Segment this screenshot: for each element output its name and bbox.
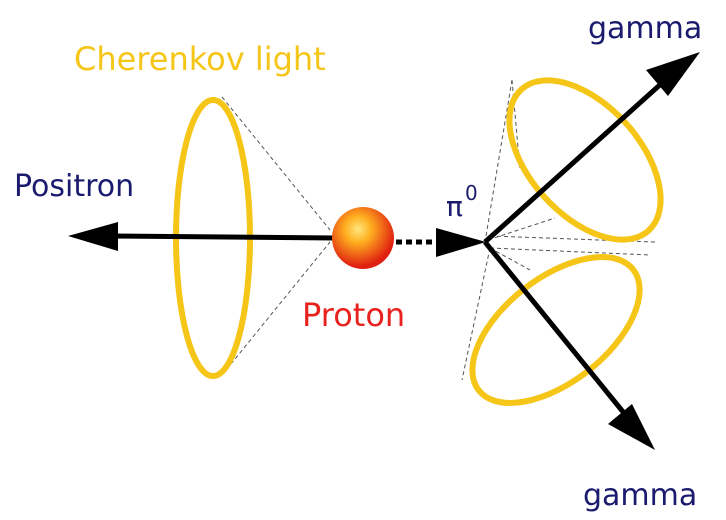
positron-track xyxy=(68,222,336,251)
gamma-bottom-cone-line-3 xyxy=(489,247,531,271)
positron-cone-line-top xyxy=(221,96,331,231)
pion-track xyxy=(396,228,486,257)
positron-track-line xyxy=(107,233,336,241)
gamma-top-cone-line-4 xyxy=(487,217,556,241)
positron-arrowhead xyxy=(68,222,118,251)
gamma-top-cone-line-1 xyxy=(484,79,513,243)
gamma-bottom-cone-line-1 xyxy=(461,247,491,381)
gamma-top-label: gamma xyxy=(588,11,702,46)
gamma-bottom-label: gamma xyxy=(583,478,697,513)
proton-sphere xyxy=(332,207,394,269)
gamma-bottom-track xyxy=(483,240,655,450)
gamma-top-cherenkov-ring xyxy=(506,77,664,243)
positron-cone-line-bottom xyxy=(221,241,331,376)
positron-label: Positron xyxy=(14,169,134,204)
gamma-top-arrowhead xyxy=(646,52,700,96)
proton-label: Proton xyxy=(302,296,405,334)
gamma-top-cherenkov-cone xyxy=(484,77,664,243)
gamma-bottom-cone-line-2 xyxy=(489,247,651,256)
gamma-top-track xyxy=(483,52,700,244)
gamma-bottom-track-line xyxy=(483,240,630,420)
pion-label: π xyxy=(446,190,463,223)
gamma-top-track-line xyxy=(483,72,674,244)
gamma-bottom-arrowhead xyxy=(608,404,655,450)
cherenkov-light-label: Cherenkov light xyxy=(74,40,326,78)
pion-charge-superscript: 0 xyxy=(465,181,478,205)
pion-arrowhead xyxy=(436,228,486,257)
